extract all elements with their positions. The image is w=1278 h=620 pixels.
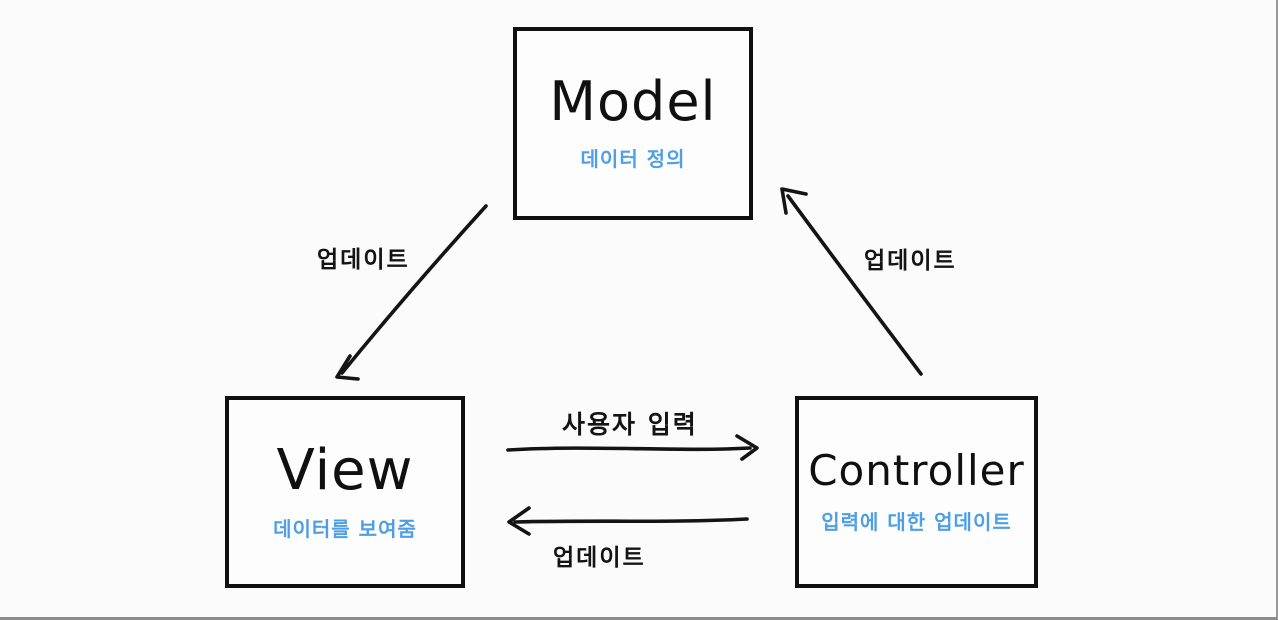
arrow-controller-to-model (780, 187, 923, 376)
arrow-controller-to-view (507, 506, 749, 536)
node-model: Model 데이터 정의 (513, 27, 753, 220)
node-view-description: 데이터를 보여줌 (273, 516, 417, 541)
node-model-title: Model (549, 70, 717, 133)
arrow-model-to-view (335, 204, 488, 381)
node-controller-description: 입력에 대한 업데이트 (821, 509, 1012, 534)
node-controller-title: Controller (808, 445, 1025, 495)
node-model-description: 데이터 정의 (580, 147, 686, 171)
node-view: View 데이터를 보여줌 (225, 396, 465, 588)
edge-label-model-to-view: 업데이트 (317, 247, 410, 273)
edge-label-controller-to-model: 업데이트 (864, 248, 957, 274)
edge-label-view-to-controller: 사용자 입력 (562, 410, 698, 439)
node-controller: Controller 입력에 대한 업데이트 (795, 396, 1038, 588)
node-view-title: View (276, 437, 414, 503)
edge-label-controller-to-view: 업데이트 (553, 545, 646, 571)
